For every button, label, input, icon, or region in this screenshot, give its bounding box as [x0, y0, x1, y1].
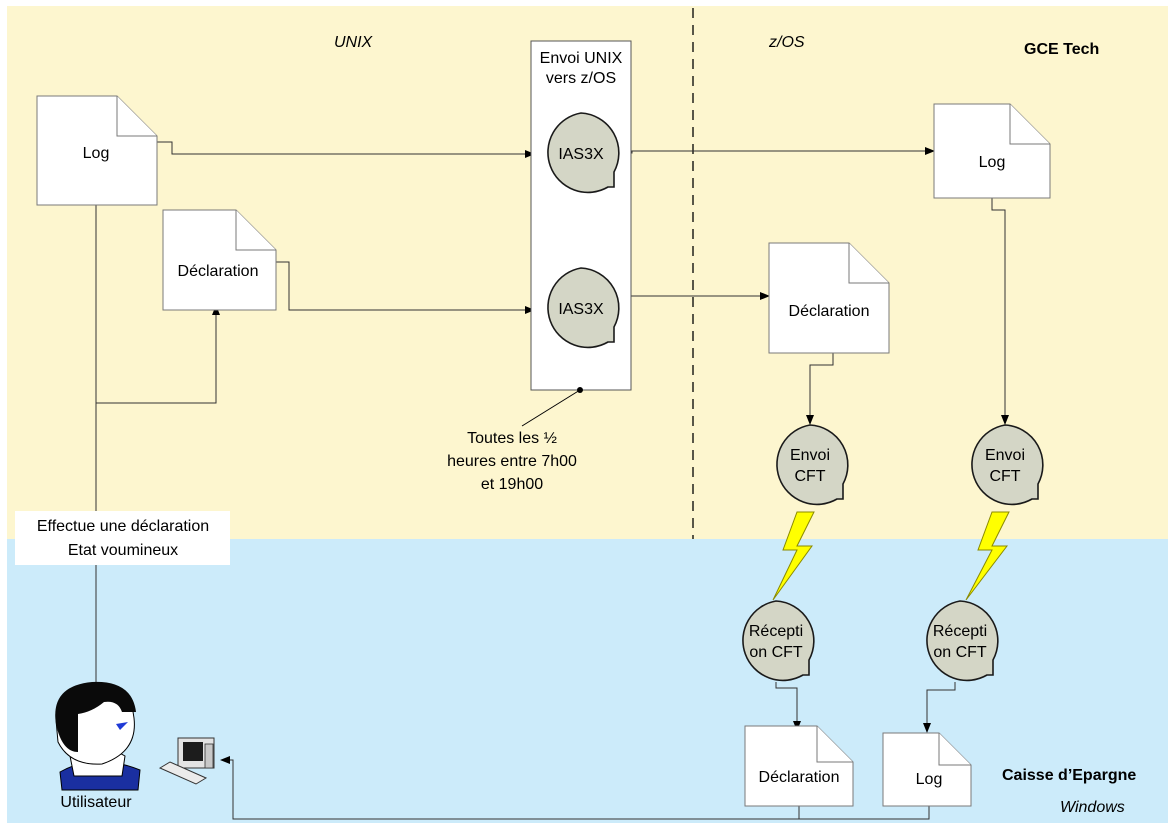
user-label: Utilisateur	[60, 794, 132, 811]
reception-cft-2-line2: on CFT	[933, 644, 987, 661]
connector-reception2-to-log-win	[923, 682, 956, 733]
schedule-note-line1: Toutes les ½	[467, 430, 557, 447]
connector-decl-zos-to-envoi1	[806, 353, 834, 425]
log-zos-label: Log	[979, 154, 1006, 171]
lightning-icon	[772, 511, 815, 601]
log-windows-doc: Log	[882, 732, 972, 807]
caisse-epargne-label: Caisse d’Epargne	[1002, 767, 1136, 784]
schedule-note-line2: heures entre 7h00	[447, 453, 577, 470]
log-unix-label: Log	[83, 145, 110, 162]
envoi-cft-1-line1: Envoi	[790, 447, 830, 464]
connector-log-zos-to-envoi2	[991, 198, 1009, 425]
log-unix-doc: Log	[36, 95, 158, 206]
declaration-windows-doc: Déclaration	[744, 725, 854, 807]
computer-icon[interactable]	[158, 737, 215, 785]
envoi-cft-process-2: Envoi CFT	[971, 424, 1044, 506]
unix-zone-label: UNIX	[334, 34, 374, 51]
envoi-cft-2-line1: Envoi	[985, 447, 1025, 464]
zos-zone-label: z/OS	[768, 34, 805, 51]
user-action-line1: Effectue une déclaration	[37, 518, 209, 535]
declaration-unix-doc: Déclaration	[162, 209, 277, 311]
ias3x-process-1-label: IAS3X	[558, 146, 604, 163]
user-action-box	[15, 511, 230, 565]
ias3x-process-2-label: IAS3X	[558, 301, 604, 318]
connector-user-to-decl	[96, 305, 220, 404]
windows-zone	[7, 539, 1168, 823]
reception-cft-2-line1: Récepti	[933, 623, 987, 640]
connector-reception1-to-decl-win	[775, 682, 801, 731]
declaration-zos-label: Déclaration	[789, 303, 870, 320]
envoi-cft-process-1: Envoi CFT	[776, 424, 849, 506]
windows-label: Windows	[1060, 799, 1125, 816]
schedule-note-line3: et 19h00	[481, 476, 543, 493]
envoi-unix-title-line1: Envoi UNIX	[540, 50, 623, 67]
log-zos-doc: Log	[933, 103, 1051, 199]
ias3x-process-1: IAS3X	[547, 112, 620, 194]
reception-cft-1-line2: on CFT	[749, 644, 803, 661]
ias3x-process-2: IAS3X	[547, 267, 620, 349]
reception-cft-process-2: Récepti on CFT	[926, 600, 999, 682]
envoi-cft-1-line2: CFT	[794, 468, 825, 485]
gce-tech-label: GCE Tech	[1024, 41, 1099, 58]
reception-cft-process-1: Récepti on CFT	[742, 600, 815, 682]
log-windows-label: Log	[916, 771, 943, 788]
declaration-unix-label: Déclaration	[178, 263, 259, 280]
connector-decl-to-ias2	[276, 261, 535, 314]
envoi-unix-title-line2: vers z/OS	[546, 70, 616, 87]
connector-docs-to-computer	[220, 756, 930, 820]
connector-log-to-ias1	[157, 141, 535, 158]
declaration-zos-doc: Déclaration	[768, 242, 890, 354]
lightning-icon	[965, 511, 1010, 601]
reception-cft-1-line1: Récepti	[749, 623, 803, 640]
schedule-leader-line	[521, 389, 581, 427]
envoi-cft-2-line2: CFT	[989, 468, 1020, 485]
user-action-line2: Etat voumineux	[68, 542, 178, 559]
person-icon	[55, 681, 141, 791]
declaration-windows-label: Déclaration	[759, 769, 840, 786]
